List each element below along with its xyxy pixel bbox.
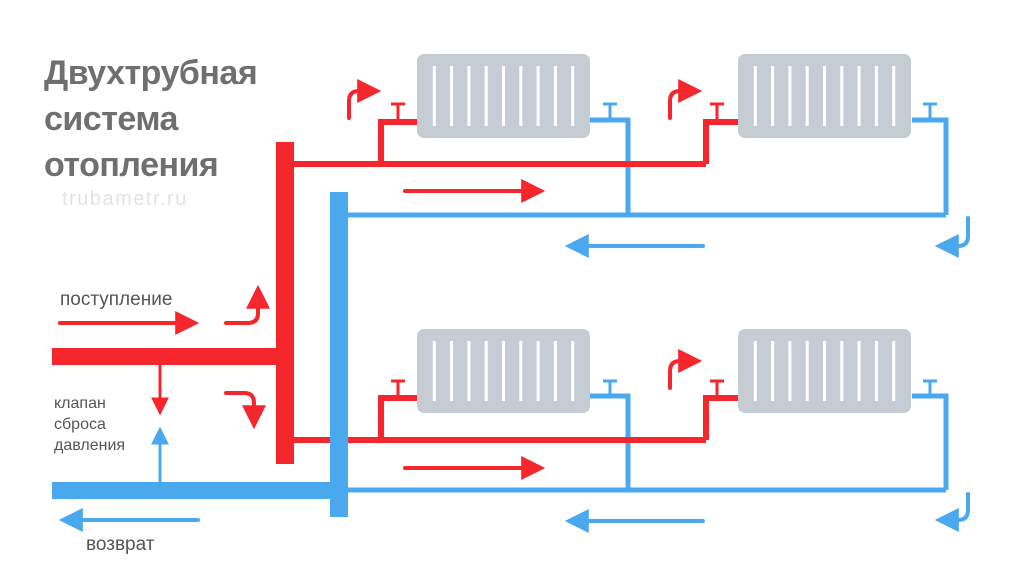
watermark: trubametr.ru: [62, 188, 188, 210]
return-main-pipe: [52, 482, 348, 499]
upper-floor-return-pipes: [346, 117, 949, 218]
turn-down-arrow: [224, 391, 266, 430]
valve-label-line-2: сброса: [54, 416, 106, 433]
valve-label-line-1: клапан: [54, 395, 106, 412]
title-line-2: система: [44, 100, 178, 138]
valve-label-line-3: давления: [54, 437, 126, 454]
supply-riser: [276, 142, 294, 464]
supply-main-pipe: [52, 348, 292, 365]
upper-floor-supply-pipes: [290, 119, 738, 167]
valve-taps: [391, 102, 937, 398]
return-riser: [330, 192, 348, 517]
return-label: возврат: [86, 534, 155, 555]
lower-riser-arrow: [668, 349, 703, 390]
title-line-3: отопления: [44, 146, 219, 184]
upper-return-turn-arrow: [934, 216, 970, 258]
lower-return-turn-arrow: [934, 492, 970, 532]
title-line-1: Двухтрубная: [44, 54, 258, 92]
lower-floor-supply-pipes: [290, 395, 738, 443]
lower-floor-return-pipes: [346, 393, 949, 493]
flow-arrows: [58, 79, 970, 533]
radiators: [417, 54, 911, 413]
turn-up-arrow: [224, 284, 270, 325]
pressure-relief-valve-label: клапан сброса давления: [54, 393, 125, 456]
page-title: Двухтрубная система отопления: [44, 50, 258, 188]
upper-riser-arrow-2: [668, 79, 703, 120]
supply-label: поступление: [60, 289, 173, 310]
upper-riser-arrow-1: [347, 79, 382, 120]
